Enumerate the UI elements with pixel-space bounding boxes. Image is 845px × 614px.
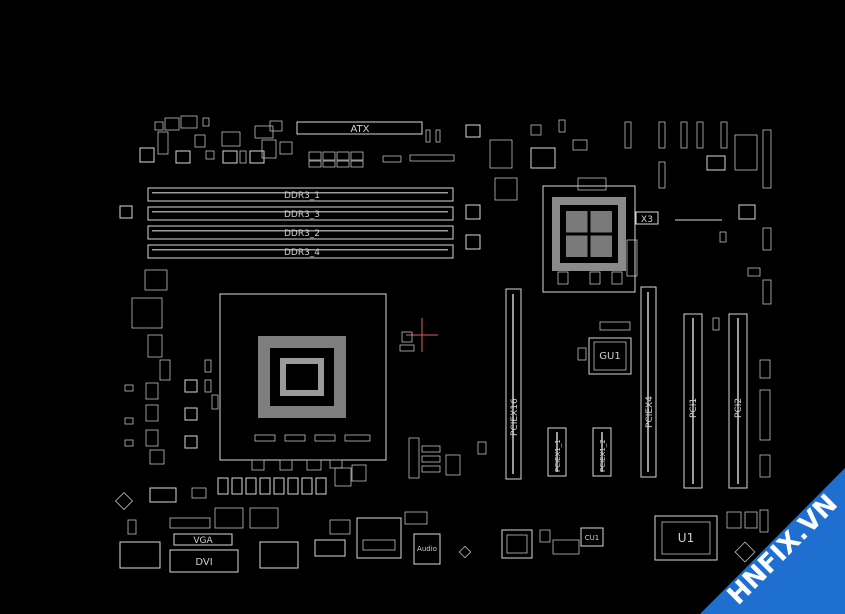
vga-label: VGA: [193, 536, 213, 546]
chipset-bga: [542, 185, 636, 293]
cu1-chip: CU1: [580, 527, 604, 547]
u1-chip: U1: [654, 509, 769, 563]
dvi-label: DVI: [195, 557, 212, 568]
pciex4-slot: PCIEX4: [640, 286, 657, 478]
ddr-slot-3-label: DDR3_3: [284, 210, 320, 220]
pciex16-label: PCIEX16: [510, 398, 520, 436]
vrm-area: [124, 269, 219, 465]
pciex1-1-label: PCIEX1_1: [554, 439, 562, 472]
cu1-label: CU1: [585, 534, 599, 542]
ddr-slot-1-label: DDR3_1: [284, 191, 320, 201]
x3-label: X3: [641, 215, 653, 225]
x3-crystal: X3: [635, 211, 659, 225]
pciex16-slot: PCIEX16: [505, 288, 522, 480]
mid-components: [408, 437, 487, 479]
pci-slots: PCI1 PCI2: [683, 313, 771, 489]
ddr-slot-2-label: DDR3_2: [284, 229, 320, 239]
atx-connector: ATX: [296, 121, 423, 135]
cpu-socket: [219, 293, 387, 461]
gu1-label: GU1: [599, 351, 620, 362]
pciex1-2-label: PCIEX1_2: [599, 439, 607, 472]
pci1-label: PCI1: [689, 398, 699, 418]
board-area: [139, 115, 293, 164]
u1-label: U1: [678, 531, 694, 545]
atx-label: ATX: [350, 124, 369, 135]
below-cpu: [149, 459, 367, 503]
gu1-chip: GU1: [577, 321, 632, 375]
watermark: HNFIX.VN: [700, 468, 845, 614]
rear-io: VGA DVI Audio: [114, 491, 580, 573]
audio-label: Audio: [417, 545, 437, 553]
ddr3-slots: DDR3_1 DDR3_3 DDR3_2 DDR3_4: [147, 187, 454, 259]
chipset-surrounding: [489, 119, 772, 305]
pci2-label: PCI2: [734, 398, 744, 418]
pciex4-label: PCIEX4: [645, 396, 655, 428]
pciex1-slots: PCIEX1_1 PCIEX1_2: [547, 427, 612, 477]
misc-top-components: [119, 124, 481, 250]
crosshair-cursor: [399, 318, 438, 352]
ddr-slot-4-label: DDR3_4: [284, 248, 320, 258]
